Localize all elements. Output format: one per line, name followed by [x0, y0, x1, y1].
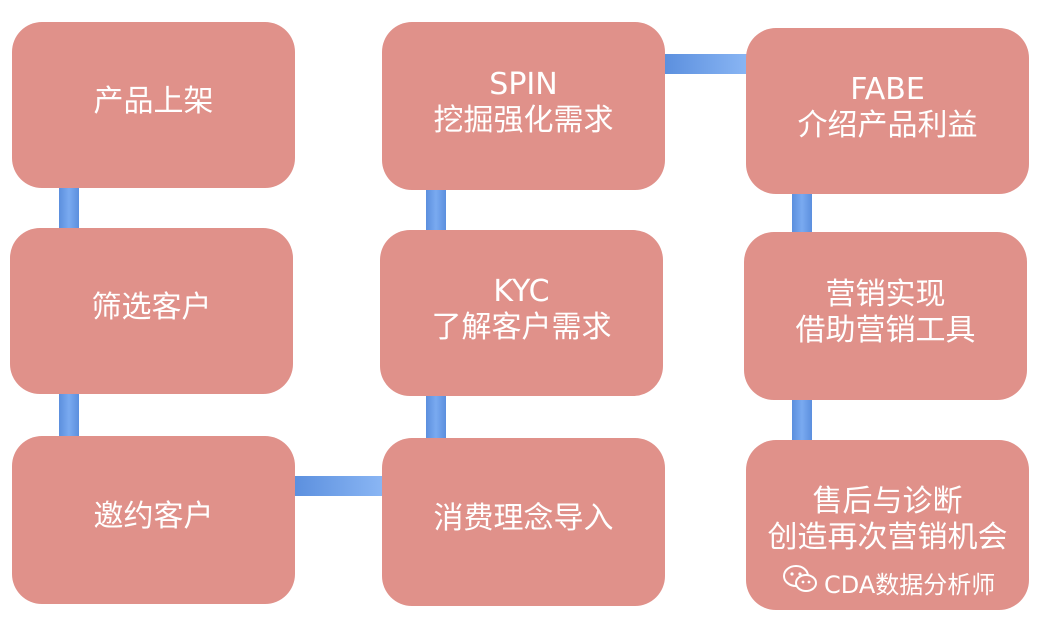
step-list-product-label: 产品上架: [93, 84, 214, 119]
step-list-product: 产品上架: [12, 22, 295, 188]
step-filter-customers: 筛选客户: [10, 228, 293, 394]
watermark: CDA数据分析师: [782, 564, 996, 600]
connector-concept-to-kyc: [426, 394, 446, 440]
step-spin-title: SPIN: [489, 67, 558, 102]
step-aftersales-line2: 创造再次营销机会: [767, 520, 1008, 555]
step-spin-desc: 挖掘强化需求: [433, 103, 614, 138]
step-marketing-line2: 借助营销工具: [795, 313, 976, 348]
step-aftersales: 售后与诊断 创造再次营销机会: [746, 440, 1029, 610]
step-fabe-title: FABE: [850, 72, 925, 107]
step-marketing-line1: 营销实现: [825, 277, 946, 312]
step-marketing: 营销实现 借助营销工具: [744, 232, 1027, 400]
step-spin: SPIN 挖掘强化需求: [382, 22, 665, 190]
connector-marketing-to-aftersales: [792, 398, 812, 442]
connector-invite-to-concept: [293, 476, 383, 496]
connector-list-to-filter: [59, 186, 79, 230]
connector-fabe-to-marketing: [792, 190, 812, 234]
watermark-text: CDA数据分析师: [824, 570, 996, 599]
step-fabe-desc: 介绍产品利益: [797, 108, 978, 143]
step-invite-customers: 邀约客户: [12, 436, 295, 604]
step-aftersales-line1: 售后与诊断: [812, 484, 963, 519]
step-fabe: FABE 介绍产品利益: [746, 28, 1029, 194]
connector-spin-to-fabe: [663, 54, 749, 74]
step-kyc: KYC 了解客户需求: [380, 230, 663, 396]
step-invite-customers-label: 邀约客户: [93, 499, 214, 534]
step-consumption-concept: 消费理念导入: [382, 438, 665, 606]
step-consumption-concept-label: 消费理念导入: [433, 501, 614, 536]
step-kyc-title: KYC: [493, 274, 550, 309]
connector-kyc-to-spin: [426, 188, 446, 232]
connector-filter-to-invite: [59, 392, 79, 438]
step-filter-customers-label: 筛选客户: [91, 290, 212, 325]
wechat-icon: [782, 564, 824, 600]
step-kyc-desc: 了解客户需求: [431, 310, 612, 345]
